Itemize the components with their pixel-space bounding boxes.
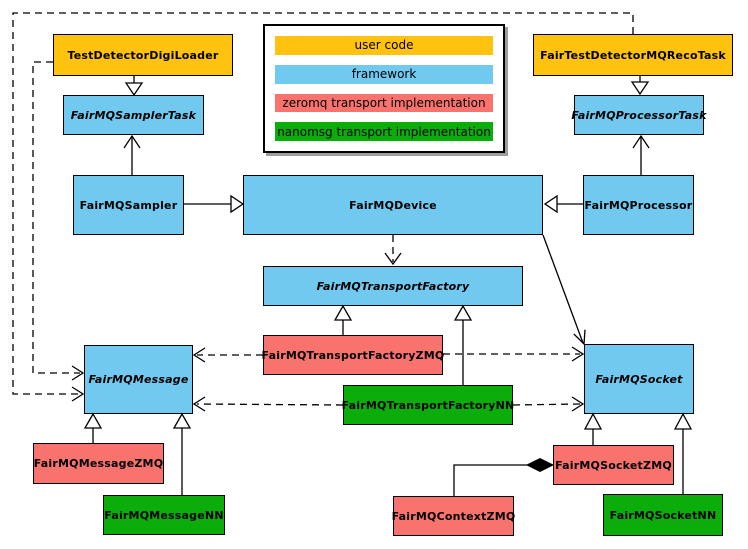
edge-dep-transportfactoryzmq-socket [443, 346, 585, 362]
edge-assoc-processor-processortask [632, 134, 650, 175]
node-fairmqmessagezmq: FairMQMessageZMQ [33, 443, 164, 484]
node-fairmqcontextzmq: FairMQContextZMQ [392, 496, 515, 536]
node-fairmqsocket: FairMQSocket [584, 344, 694, 414]
edge-dep-transportfactorynn-socket [512, 396, 585, 412]
node-fairmqsampler: FairMQSampler [73, 175, 184, 235]
legend-item-framework: framework [275, 64, 493, 84]
edge-inherits-socketzmq-socket [583, 412, 603, 445]
node-fairmqsocketzmq: FairMQSocketZMQ [553, 445, 674, 485]
node-fairmqprocessor: FairMQProcessor [583, 175, 694, 235]
edge-inherits-processor-device [543, 194, 583, 214]
node-testdetectordigiloader: TestDetectorDigiLoader [53, 34, 233, 76]
node-fairmqprocessortask: FairMQProcessorTask [571, 95, 706, 135]
edge-inherits-transportfactorynn-transportfactory [453, 304, 473, 385]
edge-inherits-recotask-processortask [630, 76, 650, 96]
node-fairmqsamplertask: FairMQSamplerTask [63, 95, 204, 135]
node-fairtestdetectormqrecotask: FairTestDetectorMQRecoTask [533, 34, 733, 76]
node-fairmqmessage: FairMQMessage [84, 345, 193, 414]
edge-dep-transportfactorynn-message [192, 396, 344, 412]
node-fairmqmessagenn: FairMQMessageNN [103, 495, 225, 535]
legend-item-zeromq: zeromq transport implementation [275, 93, 493, 113]
edge-inherits-socketnn-socket [673, 412, 693, 494]
node-fairmqtransportfactory: FairMQTransportFactory [263, 266, 523, 306]
edge-inherits-digiloader-samplertask [124, 76, 144, 97]
edge-assoc-device-socket [542, 234, 586, 346]
node-fairmqtransportfactorynn: FairMQTransportFactoryNN [342, 385, 514, 425]
node-fairmqdevice: FairMQDevice [243, 175, 543, 235]
edge-dep-transportfactoryzmq-message [192, 347, 263, 363]
legend-item-user-code: user code [275, 36, 493, 55]
edge-assoc-sampler-samplertask [123, 134, 141, 175]
legend-item-nanomsg: nanomsg transport implementation [275, 122, 493, 141]
edge-inherits-messagezmq-message [83, 412, 103, 443]
edge-inherits-sampler-device [184, 194, 245, 214]
node-fairmqsocketnn: FairMQSocketNN [603, 494, 723, 536]
legend-box: user code framework zeromq transport imp… [263, 24, 505, 153]
node-fairmqtransportfactoryzmq: FairMQTransportFactoryZMQ [262, 335, 444, 375]
edge-inherits-transportfactoryzmq-transportfactory [333, 304, 353, 335]
edge-inherits-messagenn-message [172, 412, 192, 495]
edge-composition-contextzmq-socketzmq [453, 457, 555, 496]
edge-dep-device-transportfactory [384, 235, 402, 266]
